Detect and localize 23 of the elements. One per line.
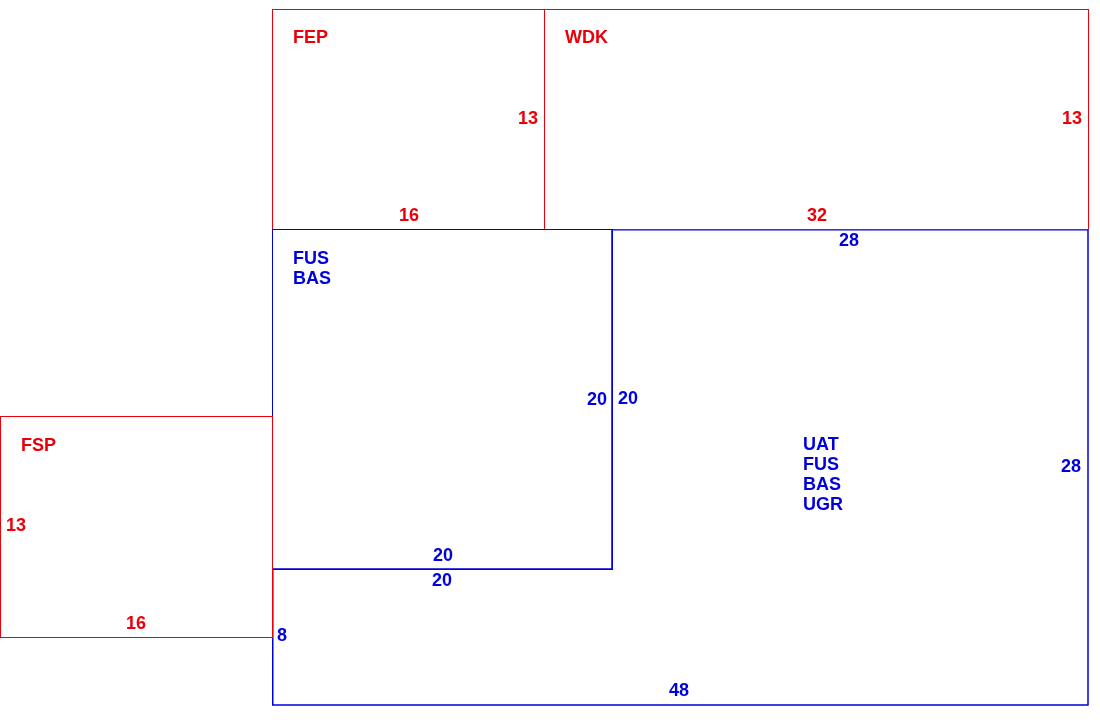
dimension-label: 20 (433, 545, 453, 565)
room-label: WDK (565, 27, 609, 47)
dimension-label: 16 (399, 205, 419, 225)
dimension-label: 32 (807, 205, 827, 225)
room-box (272, 9, 545, 230)
room-box (544, 9, 1089, 230)
dimension-label: 13 (1062, 108, 1082, 128)
dimension-label: 20 (587, 389, 607, 409)
room-label: FUS BAS (293, 248, 332, 288)
room-label: FSP (21, 435, 57, 455)
dimension-label: 20 (618, 388, 638, 408)
dimension-label: 28 (1061, 456, 1081, 476)
dimension-label: 13 (518, 108, 538, 128)
dimension-label: 16 (126, 613, 146, 633)
dimension-label: 13 (6, 515, 26, 535)
dimension-label: 20 (432, 570, 452, 590)
dimension-label: 48 (669, 680, 689, 700)
dimension-label: 28 (839, 230, 859, 250)
room-label: UAT FUS BAS UGR (803, 434, 844, 514)
room-box (0, 416, 273, 638)
dimension-label: 8 (277, 625, 287, 645)
room-label: FEP (293, 27, 329, 47)
room-box (272, 229, 613, 570)
